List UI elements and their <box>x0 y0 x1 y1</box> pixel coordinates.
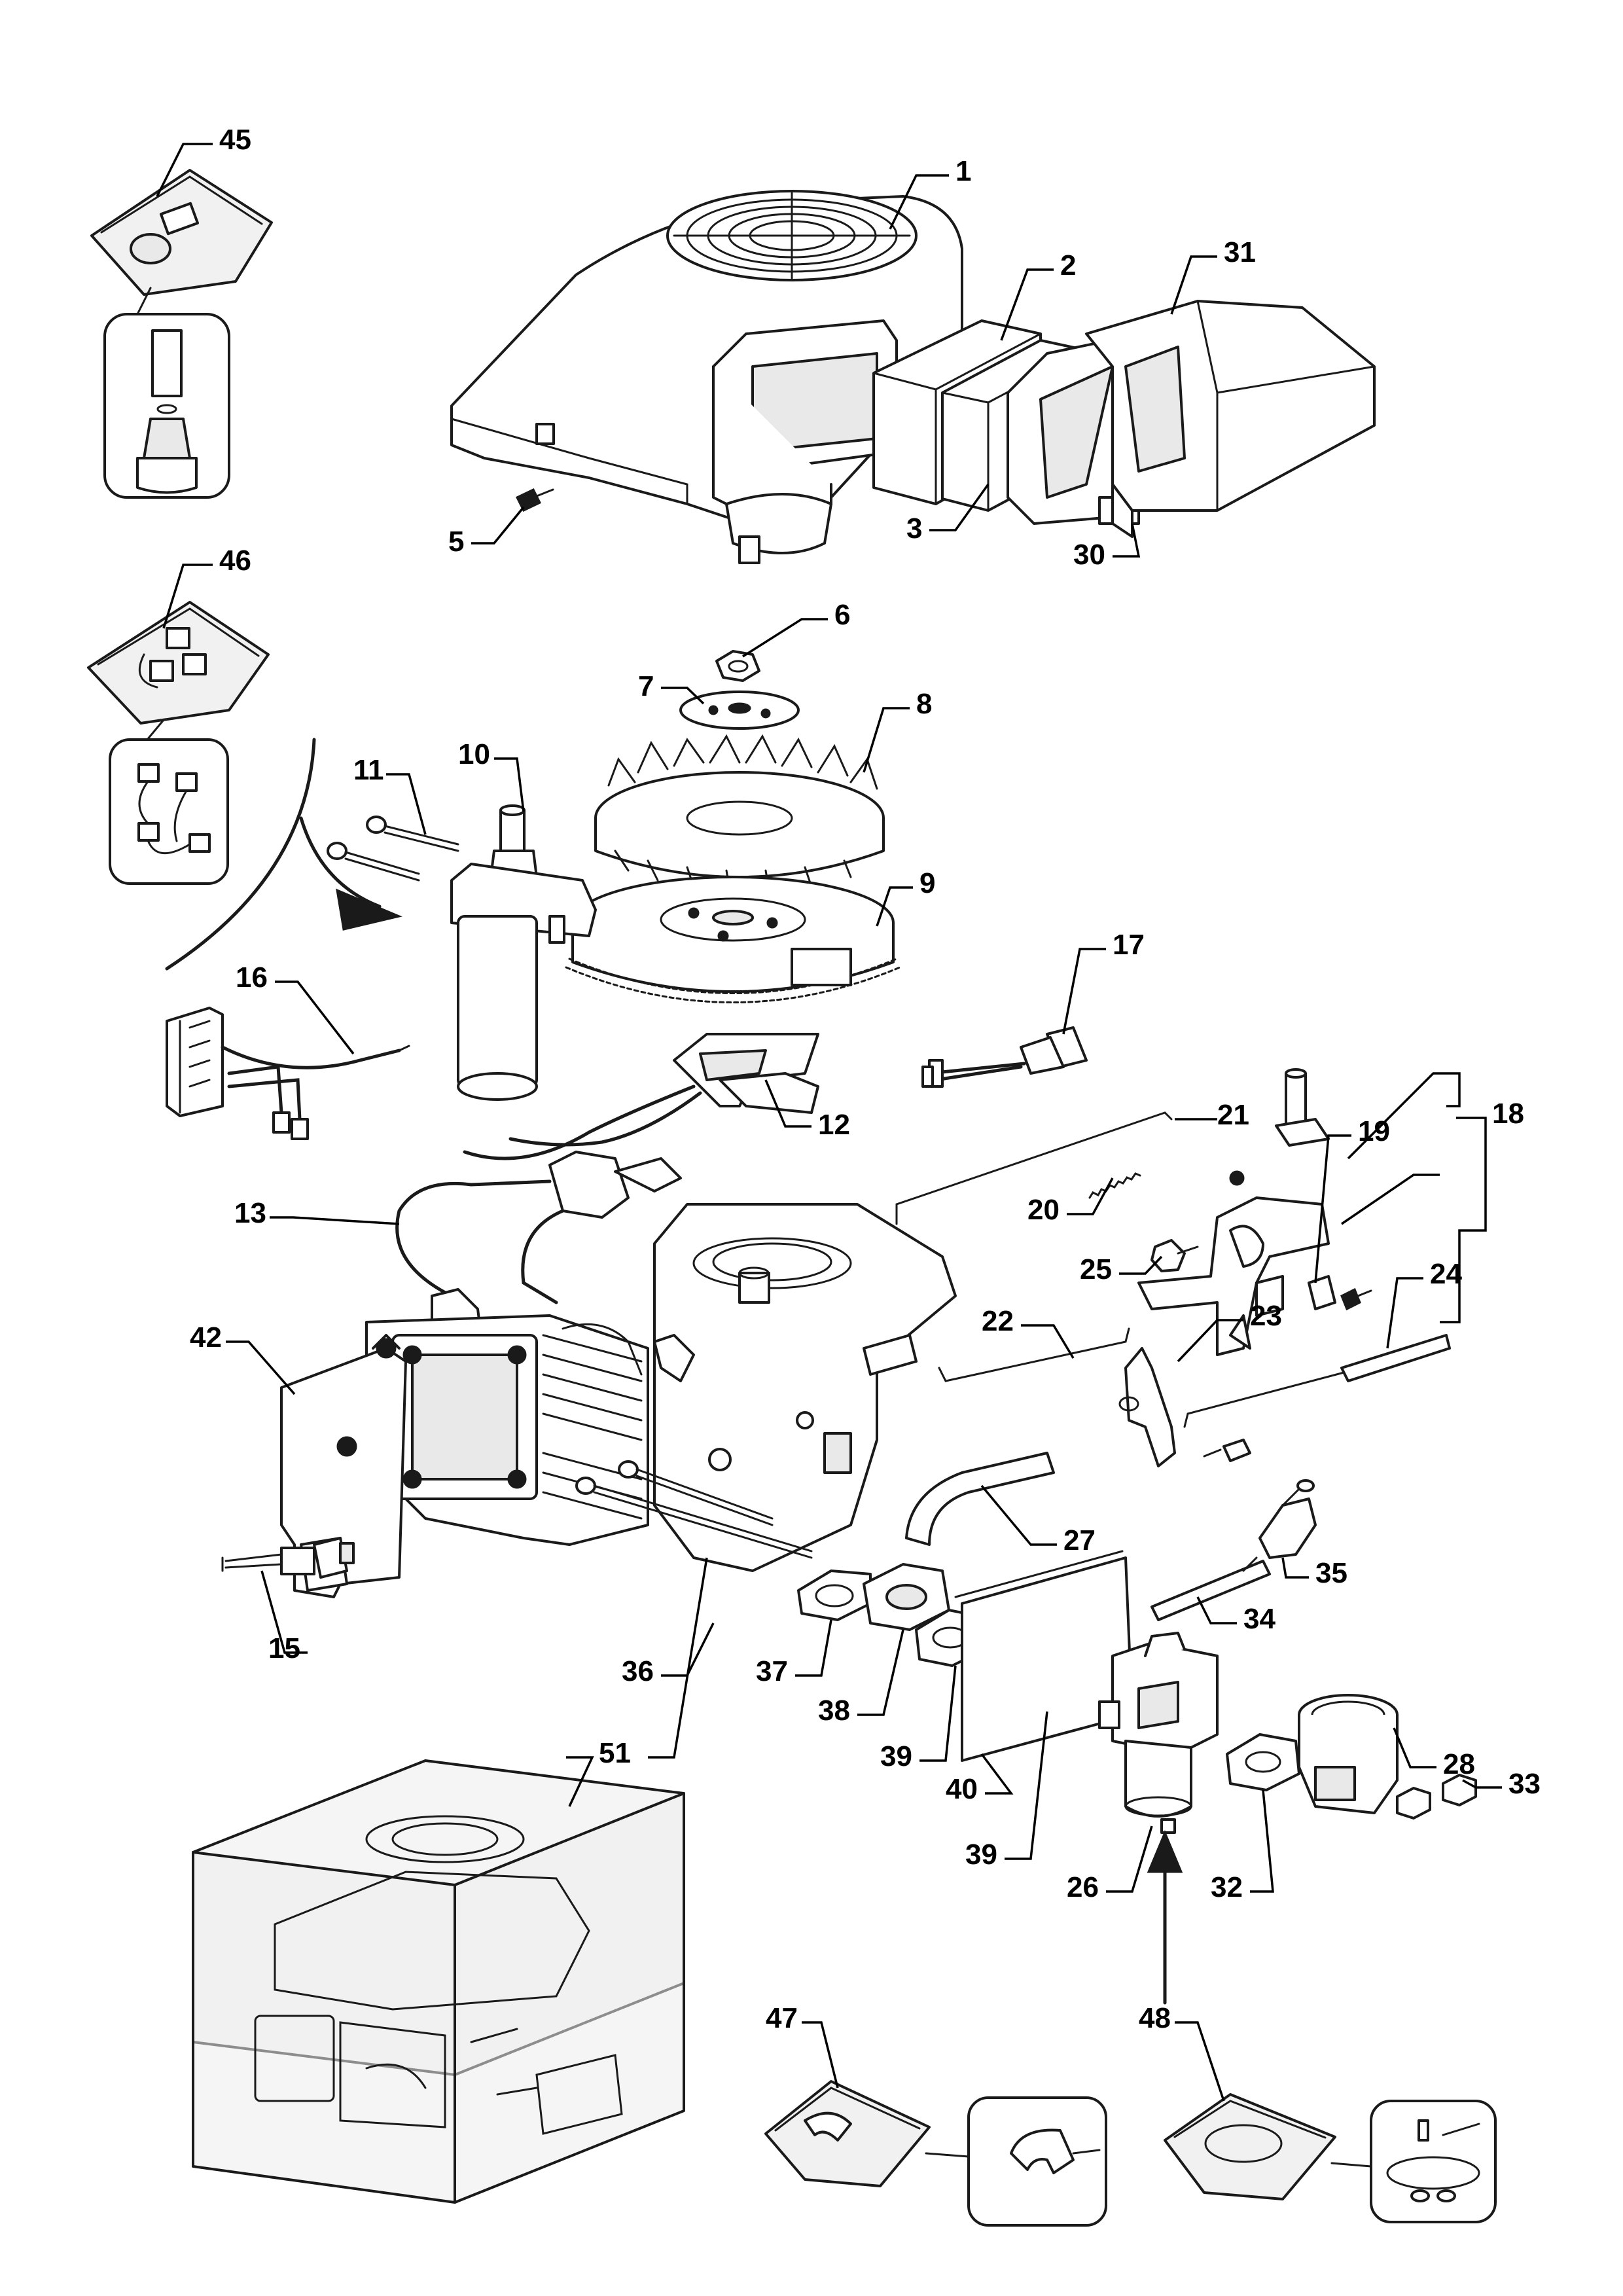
rotation-arrow <box>165 738 402 971</box>
callout-51: 51 <box>599 1737 631 1769</box>
engine-block <box>365 1203 957 1572</box>
part-51-complete-engine-box <box>192 1759 685 2204</box>
callout-36: 36 <box>622 1655 654 1687</box>
callout-21: 21 <box>1217 1099 1249 1131</box>
direction-arrow <box>1147 1830 1183 2005</box>
part-23-lever <box>1118 1347 1176 1467</box>
callout-1: 1 <box>955 155 971 187</box>
part-11-bolts <box>327 816 459 882</box>
part-22-throttle-rod <box>938 1327 1130 1382</box>
part-10-starter-motor <box>450 804 597 1101</box>
part-32-carburetor-gasket <box>1226 1733 1300 1791</box>
callout-30: 30 <box>1073 539 1105 571</box>
callout-8: 8 <box>916 688 932 720</box>
callout-18: 18 <box>1492 1098 1524 1130</box>
part-31-filter-cover <box>1085 300 1376 538</box>
callout-20: 20 <box>1027 1194 1060 1226</box>
callout-27: 27 <box>1063 1524 1096 1556</box>
part-19-screw <box>1340 1287 1372 1311</box>
callout-25: 25 <box>1080 1253 1112 1285</box>
callout-39-upper: 39 <box>880 1740 912 1772</box>
part-6-flywheel-nut <box>715 650 760 682</box>
part-19-clip <box>1308 1275 1336 1310</box>
callout-17: 17 <box>1113 929 1145 961</box>
callout-38: 38 <box>818 1695 850 1727</box>
part-5-screw <box>515 488 554 512</box>
callout-48: 48 <box>1139 2002 1171 2034</box>
part-36-cylinder-bolts <box>575 1460 813 1559</box>
callout-47: 47 <box>766 2002 798 2034</box>
callout-19: 19 <box>1358 1115 1390 1147</box>
part-21-link-rod <box>895 1111 1173 1225</box>
callout-2: 2 <box>1060 249 1076 281</box>
callout-35: 35 <box>1315 1557 1347 1589</box>
callout-45: 45 <box>219 124 251 156</box>
part-34-fuel-hose <box>1150 1560 1271 1621</box>
part-7-washer-plate <box>679 691 800 730</box>
part-37-intake-gasket <box>797 1570 872 1621</box>
part-12-charging-coil <box>463 1033 819 1160</box>
part-25-bolt <box>1150 1239 1199 1272</box>
callout-9: 9 <box>919 867 935 899</box>
callout-33: 33 <box>1508 1768 1541 1800</box>
callout-31: 31 <box>1224 236 1256 268</box>
part-9-flywheel <box>565 876 901 1003</box>
callout-46: 46 <box>219 545 251 577</box>
callout-16: 16 <box>236 961 268 994</box>
callout-42: 42 <box>190 1321 222 1354</box>
callout-26: 26 <box>1067 1871 1099 1903</box>
part-33-nuts <box>1396 1774 1477 1820</box>
callout-12: 12 <box>818 1109 850 1141</box>
part-45-pinion-kit-bag <box>90 169 273 499</box>
callout-10: 10 <box>458 738 490 770</box>
callout-28: 28 <box>1443 1748 1475 1780</box>
part-20-spring <box>1088 1172 1141 1199</box>
part-17-wire-connector <box>921 1026 1088 1088</box>
leader-lines <box>156 143 1502 2102</box>
callout-32: 32 <box>1211 1871 1243 1903</box>
callout-11: 11 <box>353 754 384 786</box>
callout-34: 34 <box>1243 1603 1275 1635</box>
part-38-intake-spacer <box>863 1563 950 1631</box>
callout-15: 15 <box>268 1632 300 1664</box>
callout-5: 5 <box>448 526 464 558</box>
part-15-spark-plug <box>221 1537 355 1579</box>
part-16-regulator <box>166 1007 410 1140</box>
part-1-blower-housing <box>450 190 963 564</box>
part-27-breather-hose <box>905 1452 1055 1546</box>
callout-39-lower: 39 <box>965 1839 997 1871</box>
callout-37: 37 <box>756 1655 788 1687</box>
part-8-cooling-fan <box>594 734 885 891</box>
callout-24: 24 <box>1430 1258 1462 1290</box>
part-47-clamp-kit-bag <box>764 2080 1107 2227</box>
callout-3: 3 <box>906 512 922 545</box>
callout-23: 23 <box>1250 1300 1282 1332</box>
part-26-carburetor <box>1098 1632 1219 1834</box>
callout-22: 22 <box>982 1305 1014 1337</box>
callout-numbers: 45 1 2 31 3 30 5 46 6 7 8 9 10 11 12 16 … <box>190 124 1541 2034</box>
callout-6: 6 <box>834 599 850 631</box>
part-18-control-bracket <box>1137 1068 1330 1356</box>
part-35-fuel-filter <box>1242 1479 1317 1572</box>
callout-13: 13 <box>234 1197 266 1229</box>
callout-40: 40 <box>946 1773 978 1805</box>
part-28-air-intake <box>1298 1694 1399 1814</box>
part-23-screw <box>1203 1439 1251 1462</box>
part-48-gasket-kit-bag <box>1164 2093 1497 2223</box>
part-24-choke-rod <box>1183 1334 1451 1428</box>
callout-7: 7 <box>638 670 654 702</box>
part-46-brush-kit-bag <box>87 601 270 885</box>
